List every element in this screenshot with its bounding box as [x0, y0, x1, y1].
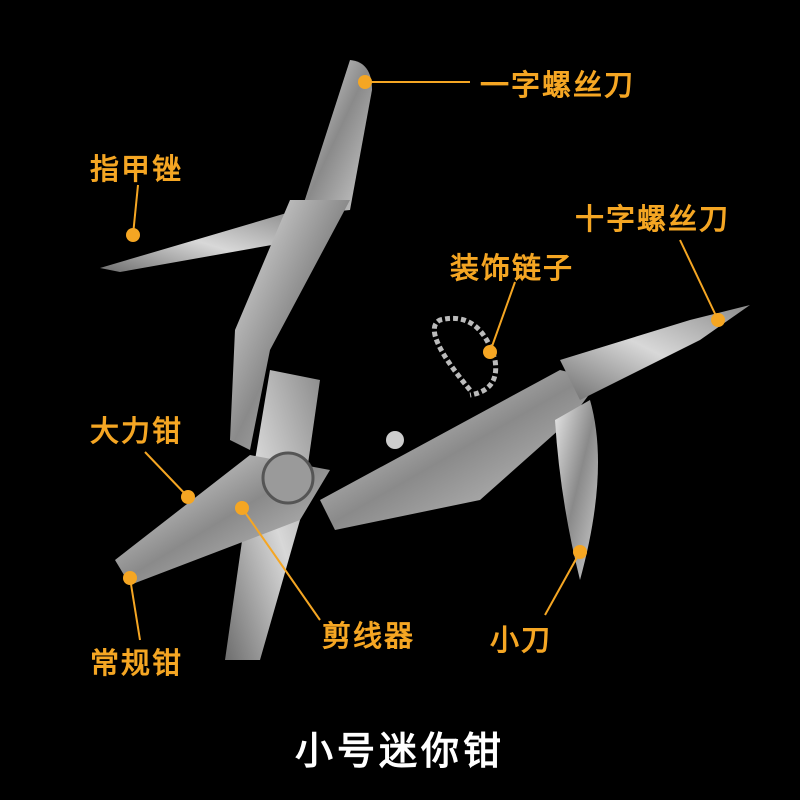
label-nail-file: 指甲锉 [90, 152, 184, 186]
small-knife-blade [555, 400, 598, 580]
label-small-knife: 小刀 [490, 623, 553, 657]
right-handle [320, 370, 600, 530]
callout-dots [123, 75, 725, 585]
callout-lines [129, 81, 719, 641]
label-wire-cutter: 剪线器 [322, 619, 416, 653]
pivot [261, 451, 315, 505]
label-flat-screwdriver: 一字螺丝刀 [480, 68, 636, 102]
label-locking-pliers: 大力钳 [90, 414, 184, 448]
label-phillips-screwdriver: 十字螺丝刀 [575, 202, 731, 236]
label-regular-pliers: 常规钳 [90, 646, 184, 680]
left-handle [230, 200, 350, 450]
nail-file [100, 212, 300, 272]
decorative-chain [431, 315, 499, 398]
product-title: 小号迷你钳 [294, 729, 505, 773]
label-decorative-chain: 装饰链子 [450, 251, 575, 285]
chain-bead [386, 431, 404, 449]
flat-screwdriver-blade [300, 60, 372, 215]
phillips-screwdriver [560, 305, 750, 400]
